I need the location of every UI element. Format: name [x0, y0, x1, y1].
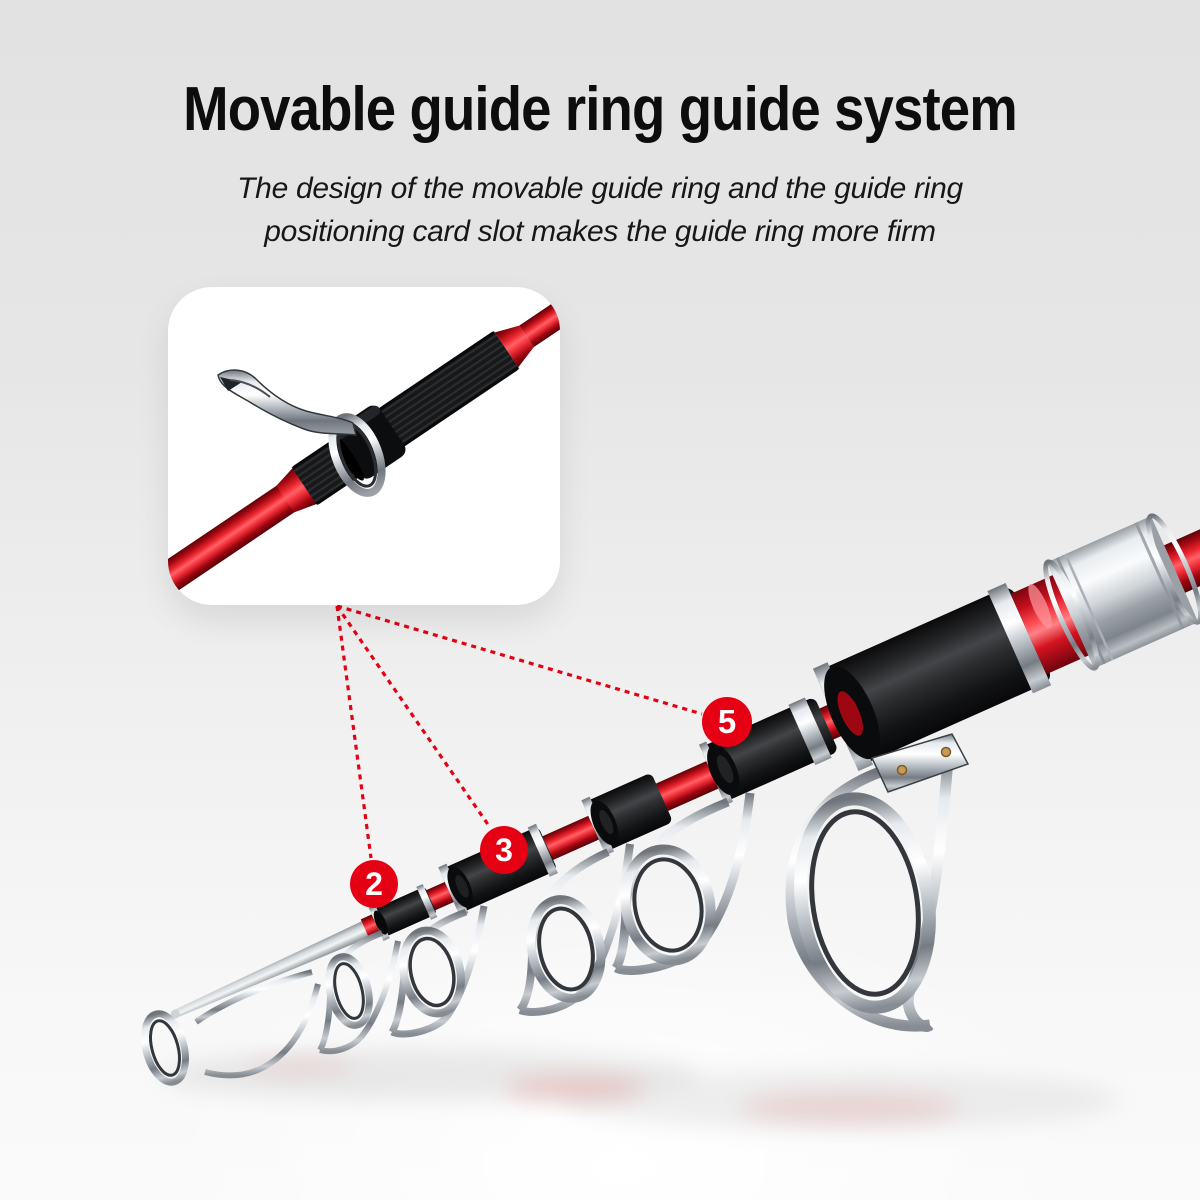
callout-line-5: [336, 604, 703, 716]
gold-screw: [940, 746, 952, 758]
guide-ring-closeup-image: [168, 287, 560, 605]
badge-guide-3: 3: [480, 826, 528, 874]
callout-line-3: [335, 605, 491, 827]
guide-holder-4: [581, 774, 672, 856]
closeup-guide-wire-arm: [217, 369, 357, 436]
page-subtitle: The design of the movable guide ring and…: [0, 167, 1200, 253]
closeup-red-section: [168, 484, 296, 605]
rod-red-section: [654, 760, 721, 812]
badge-guide-2-label: 2: [365, 865, 383, 902]
floor-reflections: [160, 1049, 1120, 1130]
callout-line-2: [335, 605, 373, 859]
callout-lines: [335, 604, 703, 859]
gold-screw: [896, 764, 908, 776]
tip-guide-ring: [141, 969, 321, 1086]
badge-guide-5: 5: [702, 697, 752, 747]
guide-ring-3: [388, 905, 488, 1038]
rod-red-section: [540, 815, 601, 861]
rod-tip-section: [171, 918, 375, 1019]
guide-holder-5: [698, 697, 837, 805]
rod-body: [170, 498, 1200, 1019]
badge-guide-2: 2: [350, 860, 398, 908]
page-title: Movable guide ring guide system: [183, 75, 1018, 144]
subtitle-line-2: positioning card slot makes the guide ri…: [264, 215, 936, 248]
guide-ring-closeup-inset: [168, 287, 560, 605]
closeup-rod: [168, 287, 560, 605]
rod-tip-end: [170, 1009, 180, 1019]
badge-guide-5-label: 5: [717, 703, 737, 740]
butt-cylinder: [1043, 513, 1200, 671]
guide-holder-2: [368, 884, 438, 941]
guide-ring-2: [317, 930, 401, 1055]
rod-red-joint: [1010, 574, 1091, 675]
guide-holder-6: [812, 582, 1052, 772]
guide-ring-6: [785, 733, 970, 1032]
subtitle-line-1: The design of the movable guide ring and…: [237, 172, 963, 205]
guide-ring-5: [612, 792, 755, 976]
badge-guide-3-label: 3: [495, 831, 513, 868]
